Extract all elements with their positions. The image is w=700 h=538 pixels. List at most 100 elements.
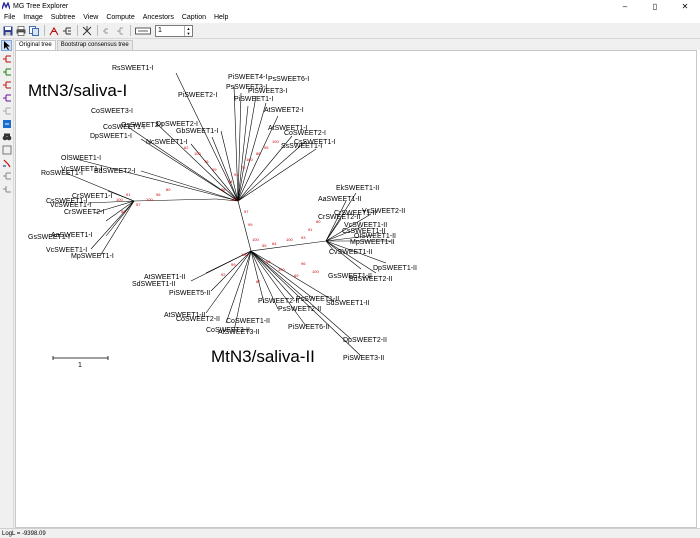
leaf-label[interactable]: RoSWEET1-I [41,170,83,177]
leaf-label[interactable]: MpSWEET1-II [350,239,395,246]
leaf-label[interactable]: CoSWEET1-I [103,124,145,131]
menu-file[interactable]: File [4,14,16,21]
tab-bootstrap-consensus-tree[interactable]: Bootstrap consensus tree [56,40,133,50]
subtree-icon[interactable] [101,25,112,36]
menu-view[interactable]: View [83,14,99,21]
copy-icon[interactable] [28,25,39,36]
leaf-label[interactable]: OlSWEET1-I [61,155,101,162]
leaf-label[interactable]: CoSWEET2-II [176,316,220,323]
leaf-label[interactable]: EkSWEET1-II [336,185,379,192]
leaf-label[interactable]: DpSWEET2-I [156,121,198,128]
leaf-label[interactable]: PsSWEET3-I [226,84,267,91]
menu-help[interactable]: Help [214,14,229,21]
leaf-label[interactable]: PiSWEET2-II [258,298,299,305]
leaf-label[interactable]: DpSWEET1-I [90,133,132,140]
leaf-label[interactable]: CoSWEET3-II [206,327,250,334]
leaf-label[interactable]: CvSWEET1-II [329,249,373,256]
vertical-scrollbar[interactable] [697,50,700,528]
topology-icon[interactable] [81,25,92,36]
tab-original-tree[interactable]: Original tree [15,40,56,50]
leaf-label[interactable]: CrSWEET1-II [334,210,376,217]
leaf-label[interactable]: VcSWEET1-I [46,247,87,254]
leaf-label[interactable]: VcSWEET1-II [344,222,387,229]
menu-compute[interactable]: Compute [106,14,135,21]
save-icon[interactable] [2,25,13,36]
leaf-label[interactable]: AtSWEET3-II [218,329,260,336]
leaf-label[interactable]: PiSWEET3-II [343,355,384,362]
leaf-label[interactable]: PsSWEET6-I [268,76,309,83]
swap-icon[interactable] [1,92,12,103]
minimize-button[interactable]: – [622,1,628,11]
leaf-label[interactable]: AtSWEET1-II [164,312,206,319]
sort-icon[interactable] [1,157,12,168]
leaf-label[interactable]: CoSWEET3-I [91,108,133,115]
leaf-label[interactable]: CsSWEET1-I [294,139,336,146]
root-icon[interactable] [48,25,59,36]
pointer-icon[interactable] [1,40,12,51]
leaf-label[interactable]: SdSWEET1-II [132,281,176,288]
leaf-label[interactable]: GsSWEET1-I [28,234,70,241]
maximize-button[interactable]: ▯ [652,1,658,11]
grey-icon[interactable] [1,105,12,116]
ruler-icon[interactable] [1,170,12,181]
leaf-label[interactable]: PiSWEET4-I [228,74,267,81]
leaf-label[interactable]: PiSWEET1-I [234,96,273,103]
font-icon[interactable] [134,25,152,36]
leaf-label[interactable]: NcSWEET1-I [146,139,188,146]
leaf-label[interactable]: VcSWEET1-I [61,166,102,173]
leaf-label[interactable]: PiSWEET6-II [288,324,329,331]
leaf-label[interactable]: AaSWEET1-I [51,232,93,239]
leaf-label[interactable]: CsSWEET1-II [342,228,386,235]
stepper-up-icon[interactable]: ▲ [186,25,191,31]
leaf-label[interactable]: AtSWEET1-I [268,125,308,132]
leaf-label[interactable]: AtSWEET1-II [144,274,186,281]
leaf-label[interactable]: AtSWEET2-I [264,107,304,114]
svg-text:100: 100 [312,269,319,274]
leaf-label[interactable]: VcSWEET1-I [50,202,91,209]
close-button[interactable]: ✕ [681,1,689,11]
pointer-icon[interactable] [114,25,125,36]
leaf-label[interactable]: SsSWEET1-I [281,143,322,150]
leaf-label[interactable]: OsSWEET2-I [121,122,163,129]
leaf-label[interactable]: BdSWEET2-I [94,168,136,175]
leaf-label[interactable]: OlSWEET1-II [354,233,396,240]
leaf-label[interactable]: VcSWEET2-II [362,208,405,215]
leaf-label[interactable]: PsSWEET2-II [278,306,321,313]
leaf-label[interactable]: CrSWEET2-II [318,214,360,221]
leaf-label[interactable]: CrSWEET1-I [72,193,113,200]
tree-style-icon[interactable] [61,25,72,36]
font-size-stepper[interactable]: ▲ ▼ [155,24,193,37]
leaf-label[interactable]: BdSWEET2-II [349,276,393,283]
leaf-label[interactable]: PiSWEET5-II [169,290,210,297]
box-icon[interactable] [1,144,12,155]
leaf-label[interactable]: CrSWEET2-I [64,209,105,216]
leaf-label[interactable]: PsSWEET1-II [296,296,339,303]
menu-ancestors[interactable]: Ancestors [142,14,174,21]
print-icon[interactable] [15,25,26,36]
leaf-label[interactable]: DpSWEET1-II [373,265,417,272]
leaf-label[interactable]: CoSWEET2-I [284,130,326,137]
font-size-input[interactable] [156,25,184,36]
leaf-label[interactable]: MpSWEET1-I [71,253,114,260]
flip-icon[interactable] [1,53,12,64]
stepper-down-icon[interactable]: ▼ [186,30,191,36]
leaf-label[interactable]: GbSWEET1-I [176,128,218,135]
leaf-label[interactable]: CoSWEET1-II [226,318,270,325]
leaf-label[interactable]: GsSWEET1-II [328,273,372,280]
leaf-label[interactable]: RsSWEET1-I [112,65,154,72]
binoculars-icon[interactable] [1,131,12,142]
leaf-label[interactable]: CsSWEET1-I [46,198,88,205]
taxa-icon[interactable] [1,118,12,129]
tool-icon[interactable] [1,183,12,194]
menu-image[interactable]: Image [23,14,43,21]
leaf-label[interactable]: PiSWEET3-I [248,88,287,95]
leaf-label[interactable]: SdSWEET1-II [326,300,370,307]
menu-subtree[interactable]: Subtree [50,14,76,21]
menu-caption[interactable]: Caption [181,14,206,21]
leaf-label[interactable]: AaSWEET1-II [318,196,362,203]
leaf-label[interactable]: PiSWEET2-I [178,92,217,99]
leaf-label[interactable]: DpSWEET2-II [343,337,387,344]
root-icon[interactable] [1,66,12,77]
compress-icon[interactable] [1,79,12,90]
